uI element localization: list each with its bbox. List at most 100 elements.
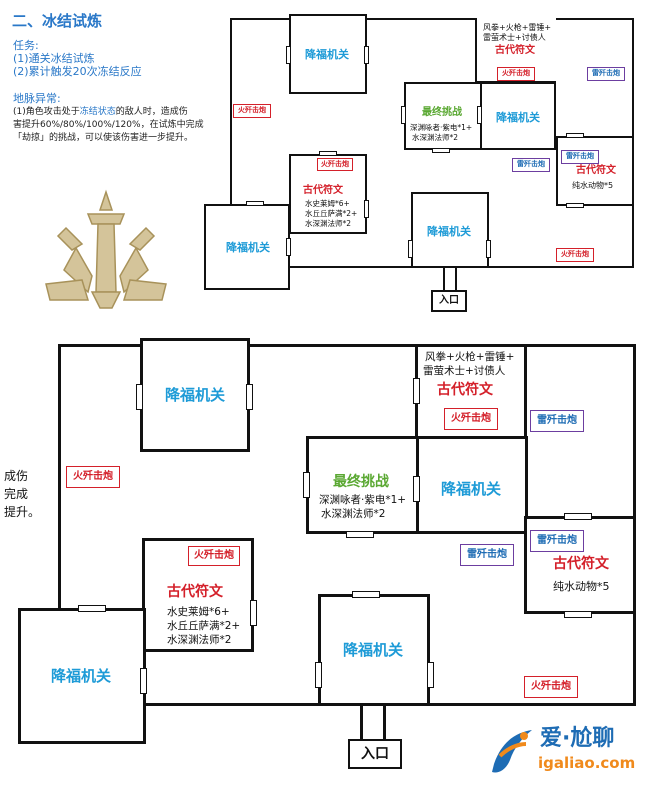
- small-ancient-top-title: 古代符文: [495, 45, 535, 56]
- small-ancient-top-line-2: 雷萤术士+讨债人: [483, 33, 546, 42]
- badge-fire-3: 火歼击炮: [444, 408, 498, 430]
- small-final-title: 最终挑战: [422, 107, 462, 118]
- small-badge-thunder-2: 雷歼击炮: [512, 158, 550, 172]
- small-door: [566, 203, 584, 208]
- anomaly-line-3: 「劫掠」的挑战，可以使该伤害进一步提升。: [13, 133, 194, 143]
- small-room-blessing-left: 降福机关: [204, 204, 290, 290]
- small-ancient-left-line-1: 水史莱姆*6+: [305, 199, 350, 208]
- badge-thunder-1: 雷歼击炮: [530, 410, 584, 432]
- task-item-1: (1)通关冰结试炼: [13, 52, 95, 65]
- door: [413, 476, 420, 502]
- small-room-ancient-right: 古代符文 纯水动物*5: [556, 136, 634, 206]
- small-badge-fire-4: 火歼击炮: [556, 248, 594, 262]
- small-badge-fire-1: 火歼击炮: [233, 104, 271, 118]
- anomaly-line-2: 害提升60%/80%/100%/120%，在试炼中完成: [13, 120, 204, 130]
- final-title: 最终挑战: [333, 474, 389, 490]
- igaliao-logo-icon: [492, 730, 532, 773]
- door: [427, 662, 434, 688]
- small-final-blessing-label: 降福机关: [496, 111, 540, 124]
- badge-fire-4: 火歼击炮: [524, 676, 578, 698]
- small-door: [566, 133, 584, 138]
- small-door: [286, 46, 291, 64]
- small-ancient-left-title: 古代符文: [303, 185, 343, 196]
- room-blessing-top-label: 降福机关: [165, 386, 226, 404]
- small-door: [408, 240, 413, 258]
- door: [136, 384, 143, 410]
- cropped-text-2: 完成: [4, 487, 29, 501]
- door: [250, 600, 257, 626]
- door: [352, 591, 380, 598]
- small-room-blessing-bottom-label: 降福机关: [427, 225, 471, 238]
- anomaly-line-1-start: (1)角色攻击处于: [13, 107, 80, 117]
- small-badge-thunder-3: 雷歼击炮: [561, 150, 599, 164]
- room-blessing-left: 降福机关: [18, 608, 146, 744]
- badge-fire-2: 火歼击炮: [188, 546, 240, 566]
- watermark-url: igaliao.com: [538, 754, 636, 772]
- small-badge-fire-2: 火歼击炮: [317, 158, 353, 171]
- small-badge-fire-3: 火歼击炮: [497, 67, 535, 81]
- ancient-left-line-3: 水深渊法师*2: [167, 634, 232, 646]
- small-entrance: 入口: [431, 290, 467, 312]
- door: [346, 531, 374, 538]
- sword-emblem-icon: [45, 189, 167, 309]
- small-door: [319, 151, 337, 156]
- small-room-blessing-left-label: 降福机关: [226, 241, 270, 254]
- anomaly-label: 地脉异常:: [13, 92, 61, 105]
- ancient-left-line-2: 水丘丘萨满*2+: [167, 620, 241, 632]
- small-door: [246, 201, 264, 206]
- final-line-2: 水深渊法师*2: [321, 508, 386, 520]
- small-badge-thunder-1: 雷歼击炮: [587, 67, 625, 81]
- small-door: [364, 200, 369, 218]
- ancient-top-line-1: 风拳+火枪+雷锤+: [425, 351, 515, 363]
- final-line-1: 深渊咏者·紫电*1+: [319, 494, 407, 506]
- small-door: [477, 106, 482, 124]
- task-item-2: (2)累计触发20次冻结反应: [13, 65, 142, 78]
- room-blessing-top: 降福机关: [140, 338, 250, 452]
- door: [78, 605, 106, 612]
- entrance: 入口: [348, 739, 402, 769]
- door: [413, 378, 420, 404]
- ancient-top-title: 古代符文: [437, 382, 493, 398]
- small-door: [486, 240, 491, 258]
- door: [315, 662, 322, 688]
- small-ancient-left-line-2: 水丘丘萨满*2+: [305, 209, 358, 218]
- freeze-status-highlight: 冻结状态: [79, 107, 116, 117]
- entrance-corridor: [360, 706, 386, 740]
- door: [564, 611, 592, 618]
- small-door: [432, 148, 450, 153]
- anomaly-line-1-end: 的敌人时，造成伤: [115, 107, 188, 117]
- door: [303, 472, 310, 498]
- wall-ancient-top-right: [524, 344, 527, 438]
- small-ancient-left-line-3: 水深渊法师*2: [305, 219, 352, 228]
- ancient-top-line-2: 雷萤术士+讨债人: [423, 365, 506, 377]
- small-door: [286, 238, 291, 256]
- small-room-blessing-top: 降福机关: [289, 14, 367, 94]
- badge-thunder-2: 雷歼击炮: [460, 544, 514, 566]
- small-door: [401, 106, 406, 124]
- ancient-left-line-1: 水史莱姆*6+: [167, 606, 230, 618]
- small-ancient-right-line-1: 纯水动物*5: [572, 181, 614, 190]
- section-title: 二、冰结试炼: [12, 12, 103, 30]
- small-final-line-1: 深渊咏者·紫电*1+: [410, 123, 473, 132]
- small-final-line-2: 水深渊法师*2: [412, 133, 459, 142]
- cropped-text-1: 成伤: [4, 469, 29, 483]
- room-blessing-bottom: 降福机关: [318, 594, 430, 706]
- badge-fire-1: 火歼击炮: [66, 466, 120, 488]
- ancient-left-title: 古代符文: [167, 584, 223, 600]
- small-ancient-top-line-1: 风拳+火枪+雷锤+: [483, 23, 552, 32]
- ancient-right-line-1: 纯水动物*5: [553, 580, 610, 593]
- final-blessing-label: 降福机关: [441, 480, 502, 498]
- small-ancient-right-title: 古代符文: [576, 165, 616, 176]
- door: [140, 668, 147, 694]
- small-room-blessing-bottom: 降福机关: [411, 192, 489, 268]
- room-blessing-bottom-label: 降福机关: [343, 641, 404, 659]
- badge-thunder-3: 雷歼击炮: [530, 530, 584, 552]
- ancient-right-title: 古代符文: [553, 556, 609, 572]
- watermark-brand: 爱·尬聊: [540, 726, 615, 751]
- task-label: 任务:: [13, 39, 39, 52]
- door: [246, 384, 253, 410]
- small-room-blessing-top-label: 降福机关: [305, 48, 349, 61]
- anomaly-line-1: (1)角色攻击处于冻结状态的敌人时，造成伤: [13, 108, 188, 117]
- small-door: [364, 46, 369, 64]
